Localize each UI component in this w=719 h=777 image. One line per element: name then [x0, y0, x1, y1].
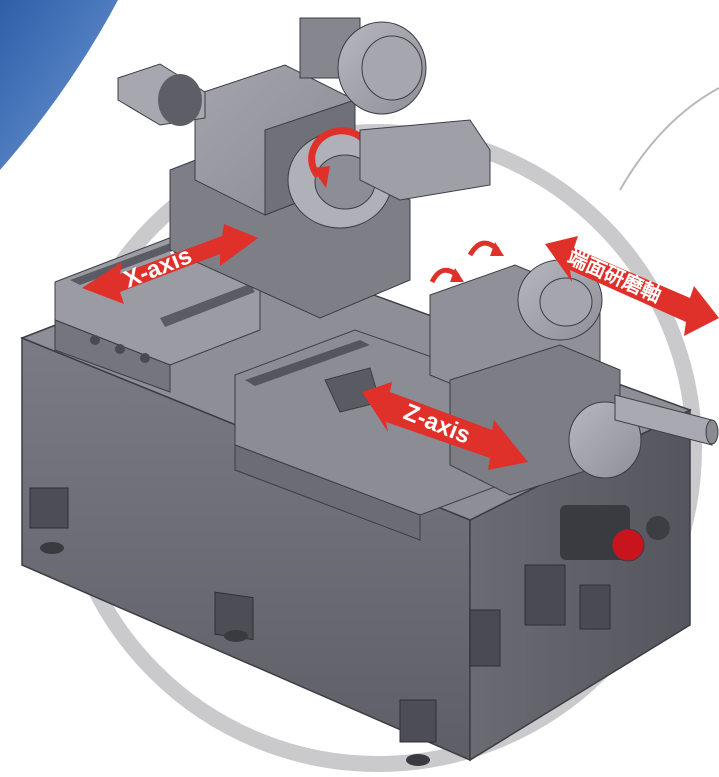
corner-decoration — [0, 0, 118, 170]
spindle-head — [117, 17, 491, 319]
grinding-unit — [429, 240, 719, 562]
background-arc-line — [619, 87, 719, 191]
